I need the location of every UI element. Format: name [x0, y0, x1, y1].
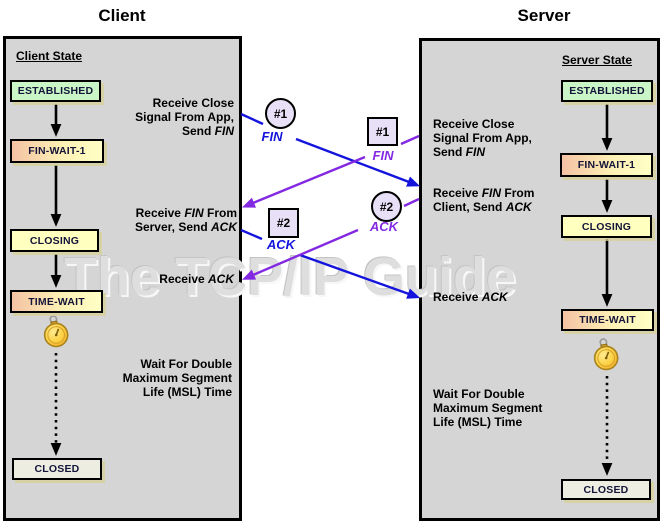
server-annotation-receive-fin: Receive FIN From Client, Send ACK — [433, 186, 535, 214]
client-annotation-receive-close: Receive Close Signal From App, Send FIN — [135, 96, 234, 138]
server-annotation-receive-ack: Receive ACK — [433, 290, 508, 304]
server-annotation-receive-close: Receive Close Signal From App, Send FIN — [433, 117, 532, 159]
server-fin-arrow — [241, 155, 366, 208]
client-state-closing: CLOSING — [10, 229, 99, 252]
client-title: Client — [98, 6, 146, 25]
client-panel — [3, 36, 242, 521]
client-fin-badge: #1 — [265, 98, 296, 129]
client-state-time-wait: TIME-WAIT — [10, 290, 103, 313]
server-state-fin-wait-1: FIN-WAIT-1 — [560, 153, 653, 177]
server-ack-label: ACK — [369, 219, 399, 234]
server-state-closing: CLOSING — [561, 215, 652, 238]
client-fin-arrow — [240, 112, 264, 126]
server-annotation-wait-msl: Wait For Double Maximum Segment Life (MS… — [433, 387, 543, 429]
server-state-established: ESTABLISHED — [561, 80, 653, 102]
client-annotation-wait-msl: Wait For Double Maximum Segment Life (MS… — [122, 357, 232, 399]
server-panel — [419, 38, 660, 521]
server-state-heading: Server State — [562, 53, 633, 67]
client-annotation-receive-fin: Receive FIN From Server, Send ACK — [134, 206, 237, 234]
client-state-closed: CLOSED — [12, 458, 102, 480]
client-state-heading: Client State — [16, 49, 83, 63]
client-ack-badge: #2 — [268, 208, 299, 238]
client-ack-label: ACK — [266, 237, 296, 252]
client-annotation-receive-ack: Receive ACK — [159, 272, 234, 286]
server-title: Server — [517, 6, 571, 25]
server-ack-arrow — [403, 197, 420, 208]
server-state-time-wait: TIME-WAIT — [561, 309, 654, 331]
client-state-established: ESTABLISHED — [10, 80, 101, 102]
server-fin-badge: #1 — [367, 117, 398, 146]
server-ack-badge: #2 — [371, 191, 402, 222]
client-fin-label: FIN — [261, 129, 283, 144]
server-state-closed: CLOSED — [561, 479, 651, 500]
client-state-fin-wait-1: FIN-WAIT-1 — [10, 139, 104, 163]
server-fin-arrow — [400, 134, 420, 146]
server-fin-label: FIN — [372, 148, 394, 163]
